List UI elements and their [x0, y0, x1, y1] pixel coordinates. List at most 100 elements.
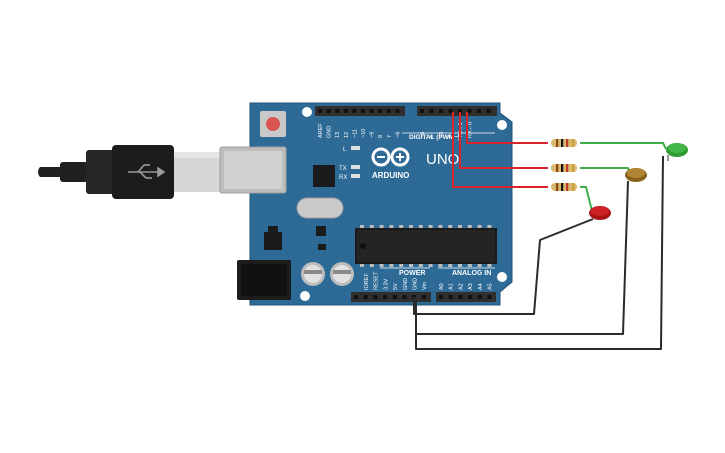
status-leds: L TX RX: [339, 146, 360, 181]
chip-pin: [418, 225, 423, 228]
chip-pin: [467, 225, 472, 228]
header-hole[interactable]: [458, 109, 462, 113]
chip-pin: [458, 264, 462, 267]
header-hole[interactable]: [486, 109, 491, 113]
pin-label: AREF: [318, 123, 324, 138]
header-hole[interactable]: [373, 295, 378, 299]
pin-label: RESET: [374, 271, 380, 290]
header-hole[interactable]: [363, 295, 368, 299]
header-hole[interactable]: [395, 109, 400, 113]
chip-pin: [438, 225, 443, 228]
chip-pin: [360, 225, 364, 228]
led-label-l: L: [343, 147, 347, 153]
led-green[interactable]: [666, 143, 688, 161]
wire-black-gnd1[interactable]: [415, 155, 664, 350]
wire-green-led1[interactable]: [580, 142, 667, 150]
header-hole[interactable]: [318, 109, 322, 113]
arduino-brand-text: ARDUINO: [372, 171, 409, 180]
arduino-logo: ARDUINO UNO: [371, 147, 459, 180]
pin-label: A3: [468, 283, 474, 290]
header-hole[interactable]: [487, 295, 492, 299]
led-yellow[interactable]: [625, 168, 647, 182]
header-hole[interactable]: [354, 295, 358, 299]
power-jack: [237, 260, 291, 300]
mounting-hole: [300, 291, 310, 301]
chip-pin: [477, 225, 482, 228]
chip-pin: [487, 225, 492, 228]
chip-pin: [360, 264, 364, 267]
header-hole[interactable]: [421, 295, 426, 299]
infinity-icon: [371, 147, 410, 167]
header-hole[interactable]: [477, 109, 481, 113]
resistor[interactable]: [551, 183, 577, 191]
wire-black-gnd2[interactable]: [416, 180, 629, 335]
header-hole[interactable]: [361, 109, 365, 113]
resistor[interactable]: [551, 139, 577, 147]
header-hole[interactable]: [448, 295, 453, 299]
power-header[interactable]: [351, 292, 496, 302]
digital-header[interactable]: [315, 106, 497, 116]
pin-label: 8: [378, 135, 384, 138]
header-hole[interactable]: [378, 109, 383, 113]
pin-label: A1: [449, 283, 455, 290]
uno-model-text: UNO: [426, 151, 459, 168]
header-hole[interactable]: [392, 295, 397, 299]
header-hole[interactable]: [402, 295, 407, 299]
mounting-hole: [497, 272, 507, 282]
resistors[interactable]: [551, 139, 577, 191]
chip-pin: [399, 225, 404, 228]
header-hole[interactable]: [448, 109, 453, 113]
header-hole[interactable]: [439, 295, 443, 299]
header-hole[interactable]: [429, 109, 434, 113]
wire-black-gnd3[interactable]: [413, 218, 594, 315]
header-hole[interactable]: [386, 109, 391, 113]
arduino-uno-board[interactable]: L TX RX ARDUINO UNO: [219, 102, 513, 306]
mounting-hole: [497, 120, 507, 130]
pin-label: 2: [449, 135, 455, 138]
wire-red-pin-d6[interactable]: [452, 112, 548, 188]
chip-pin: [428, 225, 433, 228]
header-hole[interactable]: [468, 295, 473, 299]
resistor[interactable]: [551, 164, 577, 172]
header-hole[interactable]: [467, 109, 472, 113]
chip-pin: [379, 264, 384, 267]
pin-label: GND: [413, 278, 419, 290]
led-red[interactable]: [589, 206, 611, 220]
header-hole[interactable]: [326, 109, 331, 113]
chip-pin: [379, 225, 384, 228]
wire-red-pin-d4[interactable]: [466, 112, 548, 144]
pin-label: ~6: [395, 132, 401, 138]
header-hole[interactable]: [420, 109, 424, 113]
header-hole[interactable]: [439, 109, 443, 113]
pin-label: ~9: [370, 132, 376, 138]
header-hole[interactable]: [343, 109, 348, 113]
reset-button[interactable]: [260, 111, 286, 137]
header-hole[interactable]: [369, 109, 374, 113]
wire-red-pin-d5[interactable]: [459, 112, 548, 169]
wire-green-led2[interactable]: [580, 167, 631, 175]
pin-label: RX←0: [468, 122, 474, 138]
crystal-oscillator: [296, 197, 344, 219]
small-component: [316, 226, 326, 236]
atmega-microcontroller: [355, 225, 497, 267]
header-hole[interactable]: [383, 295, 388, 299]
chip-pin: [409, 264, 413, 267]
chip-pin: [369, 225, 374, 228]
wire-green-led3[interactable]: [580, 186, 593, 212]
pin-label: A0: [439, 283, 445, 290]
header-hole[interactable]: [458, 295, 463, 299]
pin-label: 12: [344, 132, 350, 138]
header-hole[interactable]: [335, 109, 340, 113]
chip-pin: [487, 264, 492, 267]
pin-label: 3.3V: [383, 278, 389, 290]
pin-label: 7: [387, 135, 393, 138]
chip-pin: [448, 225, 453, 228]
header-hole[interactable]: [352, 109, 357, 113]
wires[interactable]: [413, 112, 667, 350]
chip-pin: [369, 264, 374, 267]
header-hole[interactable]: [477, 295, 482, 299]
